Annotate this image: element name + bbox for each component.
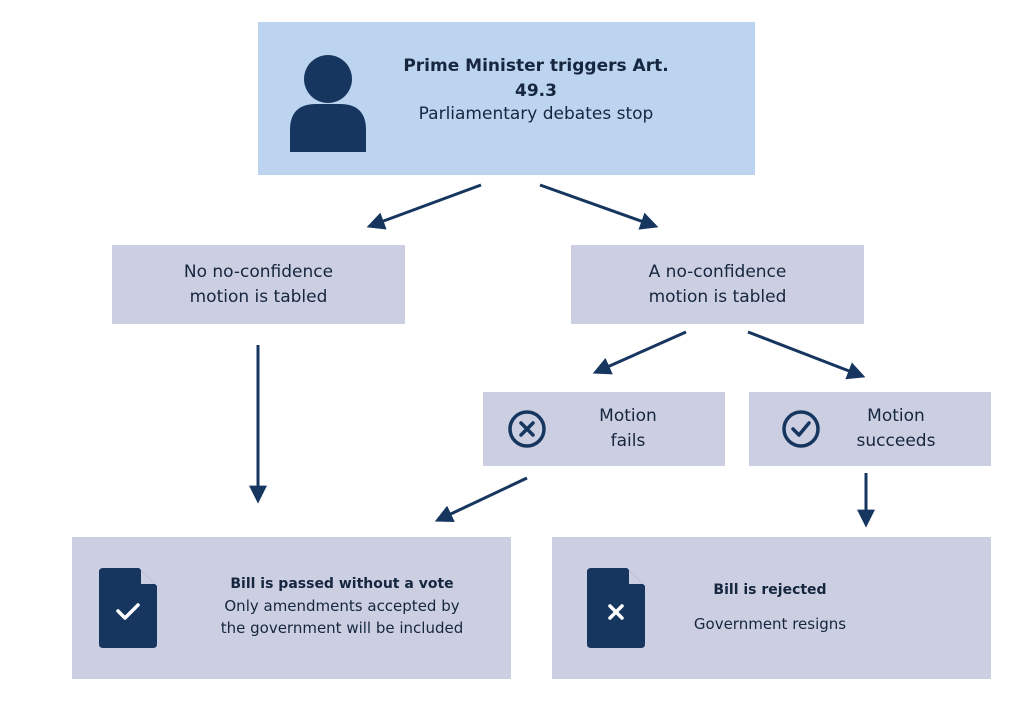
- succeeds-line2: succeeds: [856, 431, 936, 451]
- passed-line1: Only amendments accepted by: [224, 597, 460, 615]
- bill-rejected-box: Bill is rejected Government resigns: [552, 537, 991, 679]
- fails-line1: Motion: [599, 406, 657, 426]
- person-icon: [290, 55, 366, 152]
- no-motion-line1: No no-confidence: [183, 261, 334, 282]
- document-x-icon: [587, 568, 645, 648]
- check-circle-icon: [782, 410, 820, 448]
- motion-succeeds-box: Motion succeeds: [749, 392, 991, 466]
- passed-title: Bill is passed without a vote: [230, 576, 454, 592]
- no-motion-line2: motion is tabled: [189, 286, 328, 307]
- motion-line2: motion is tabled: [648, 286, 787, 307]
- fails-line2: fails: [610, 431, 646, 451]
- arrow-top-to-no-motion: [366, 183, 482, 230]
- rejected-title: Bill is rejected: [713, 582, 827, 598]
- passed-line2: the government will be included: [220, 619, 464, 637]
- document-check-icon: [99, 568, 157, 648]
- succeeds-line1: Motion: [867, 406, 925, 426]
- motion-fails-box: Motion fails: [483, 392, 725, 466]
- pm-triggers-box: Prime Minister triggers Art. 49.3 Parlia…: [258, 22, 755, 175]
- arrow-fails-to-passed: [434, 476, 528, 522]
- arrow-motion-to-succeeds: [747, 330, 866, 380]
- x-circle-icon: [508, 410, 546, 448]
- motion-line1: A no-confidence: [648, 261, 787, 282]
- motion-tabled-box: A no-confidence motion is tabled: [571, 245, 864, 324]
- arrow-top-to-motion: [539, 183, 659, 230]
- arrow-motion-to-fails: [592, 330, 687, 375]
- pm-title: Prime Minister triggers Art. 49.3: [403, 56, 669, 101]
- no-motion-box: No no-confidence motion is tabled: [112, 245, 405, 324]
- bill-passed-box: Bill is passed without a vote Only amend…: [72, 537, 511, 679]
- rejected-subtitle: Government resigns: [693, 615, 847, 633]
- pm-subtitle: Parliamentary debates stop: [418, 104, 654, 124]
